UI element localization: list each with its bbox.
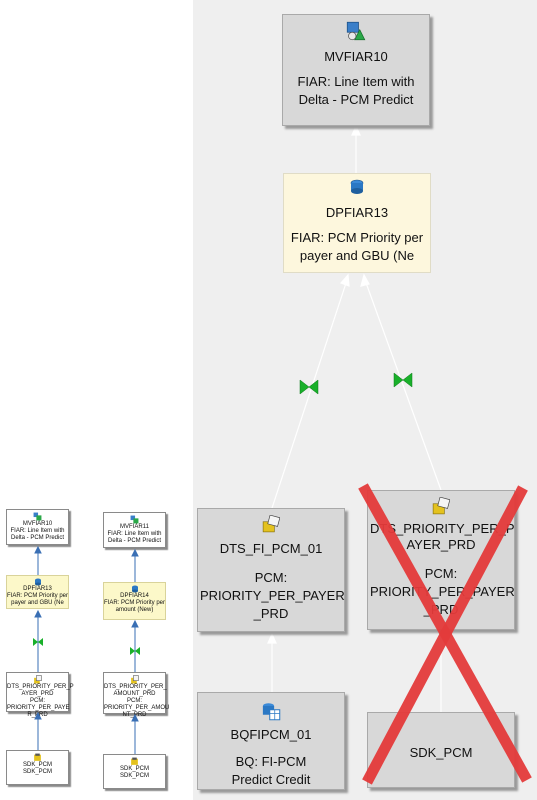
mini-arrowhead — [34, 711, 42, 720]
arrowhead — [351, 124, 361, 136]
connector — [271, 279, 348, 509]
transformation-icon — [130, 647, 140, 655]
mini-node-mvfiar10[interactable]: MVFIAR10 FIAR: Line Item with Delta - PC… — [6, 509, 69, 545]
node-id: BQFIPCM_01 — [230, 727, 312, 742]
mini-arrowhead — [131, 713, 139, 722]
query-icon — [262, 703, 281, 721]
mini-node-id: DTS_PRIORITY_PER_ AMOUNT_PRD — [104, 684, 167, 697]
mini-arrowhead — [34, 545, 42, 554]
multiprovider-icon — [130, 515, 139, 524]
node-id: DTS_PRIORITY_PER_P AYER_PRD — [370, 521, 515, 552]
mini-node-id: SDK_PCM — [22, 762, 52, 768]
datastore-icon — [131, 585, 138, 593]
mini-connectors — [33, 545, 140, 754]
datasource-icon — [34, 675, 42, 684]
mini-arrowhead — [34, 609, 42, 618]
mini-node-dpfiar13[interactable]: DPFIAR13 FIAR: PCM Priority per payer an… — [6, 575, 69, 609]
multiprovider-icon — [33, 512, 42, 521]
transformation-icon — [393, 372, 413, 388]
mini-node-id: MVFIAR11 — [120, 524, 149, 530]
mini-node-sdk-pcm[interactable]: SDK_PCM SDK_PCM — [103, 754, 166, 789]
node-id: DTS_FI_PCM_01 — [219, 541, 323, 556]
datasource-icon — [432, 497, 450, 515]
node-sdk-pcm[interactable]: SDK_PCM — [367, 712, 515, 788]
mini-node-desc: FIAR: Line Item with Delta - PCM Predict — [107, 531, 162, 544]
mini-node-desc: FIAR: Line Item with Delta - PCM Predict — [10, 528, 65, 541]
mini-node-dts-amount[interactable]: DTS_PRIORITY_PER_ AMOUNT_PRD PCM: PRIORI… — [103, 672, 169, 718]
mini-node-id: DTS_PRIORITY_PER_P AYER_PRD — [7, 684, 74, 697]
mini-node-id: SDK_PCM — [119, 766, 149, 772]
transformation-icon — [33, 638, 43, 646]
mini-node-desc: SDK_PCM — [22, 769, 52, 775]
multiprovider-icon — [346, 21, 366, 41]
arrowhead — [339, 273, 350, 287]
node-desc: FIAR: Line Item with Delta - PCM Predict — [297, 74, 415, 107]
datastore-icon — [350, 179, 364, 194]
datasource-icon — [131, 675, 139, 684]
mini-node-mvfiar11[interactable]: MVFIAR11 FIAR: Line Item with Delta - PC… — [103, 512, 166, 548]
node-desc: PCM: PRIORITY_PER_PAYER _PRD — [370, 566, 515, 617]
node-id: SDK_PCM — [409, 745, 473, 760]
node-dts-priority-per-payer-prd[interactable]: DTS_PRIORITY_PER_P AYER_PRD PCM: PRIORIT… — [367, 490, 515, 630]
arrowhead — [267, 632, 277, 644]
mini-node-desc: FIAR: PCM Priority per payer and GBU (Ne — [7, 593, 69, 606]
mini-node-sdk-pcm[interactable]: SDK_PCM SDK_PCM — [6, 750, 69, 785]
node-mvfiar10[interactable]: MVFIAR10 FIAR: Line Item with Delta - PC… — [282, 14, 430, 126]
node-desc: BQ: FI-PCM Predict Credit — [231, 754, 311, 787]
mini-node-desc: SDK_PCM — [119, 773, 149, 779]
node-id: MVFIAR10 — [324, 49, 388, 64]
mini-node-desc: FIAR: PCM Priority per amount (New) — [104, 600, 166, 613]
node-desc: FIAR: PCM Priority per payer and GBU (Ne — [290, 230, 424, 263]
node-bqfipcm-01[interactable]: BQFIPCM_01 BQ: FI-PCM Predict Credit — [197, 692, 345, 790]
sdk-icon — [131, 757, 138, 765]
mini-node-id: DPFIAR13 — [23, 586, 52, 592]
node-dpfiar13[interactable]: DPFIAR13 FIAR: PCM Priority per payer an… — [283, 173, 431, 273]
mini-arrowhead — [131, 548, 139, 557]
connector — [364, 279, 442, 491]
node-dts-fi-pcm-01[interactable]: DTS_FI_PCM_01 PCM: PRIORITY_PER_PAYER _P… — [197, 508, 345, 632]
datasource-icon — [262, 515, 280, 533]
transformation-icon — [299, 379, 319, 395]
mini-node-dpfiar14[interactable]: DPFIAR14 FIAR: PCM Priority per amount (… — [103, 582, 166, 620]
mini-node-id: DPFIAR14 — [120, 593, 149, 599]
node-id: DPFIAR13 — [325, 205, 389, 220]
node-desc: PCM: PRIORITY_PER_PAYER _PRD — [200, 570, 345, 621]
mini-node-id: MVFIAR10 — [22, 521, 53, 527]
datastore-icon — [34, 578, 41, 586]
sdk-icon — [34, 753, 41, 761]
arrowhead — [360, 273, 370, 287]
mini-arrowhead — [131, 619, 139, 628]
